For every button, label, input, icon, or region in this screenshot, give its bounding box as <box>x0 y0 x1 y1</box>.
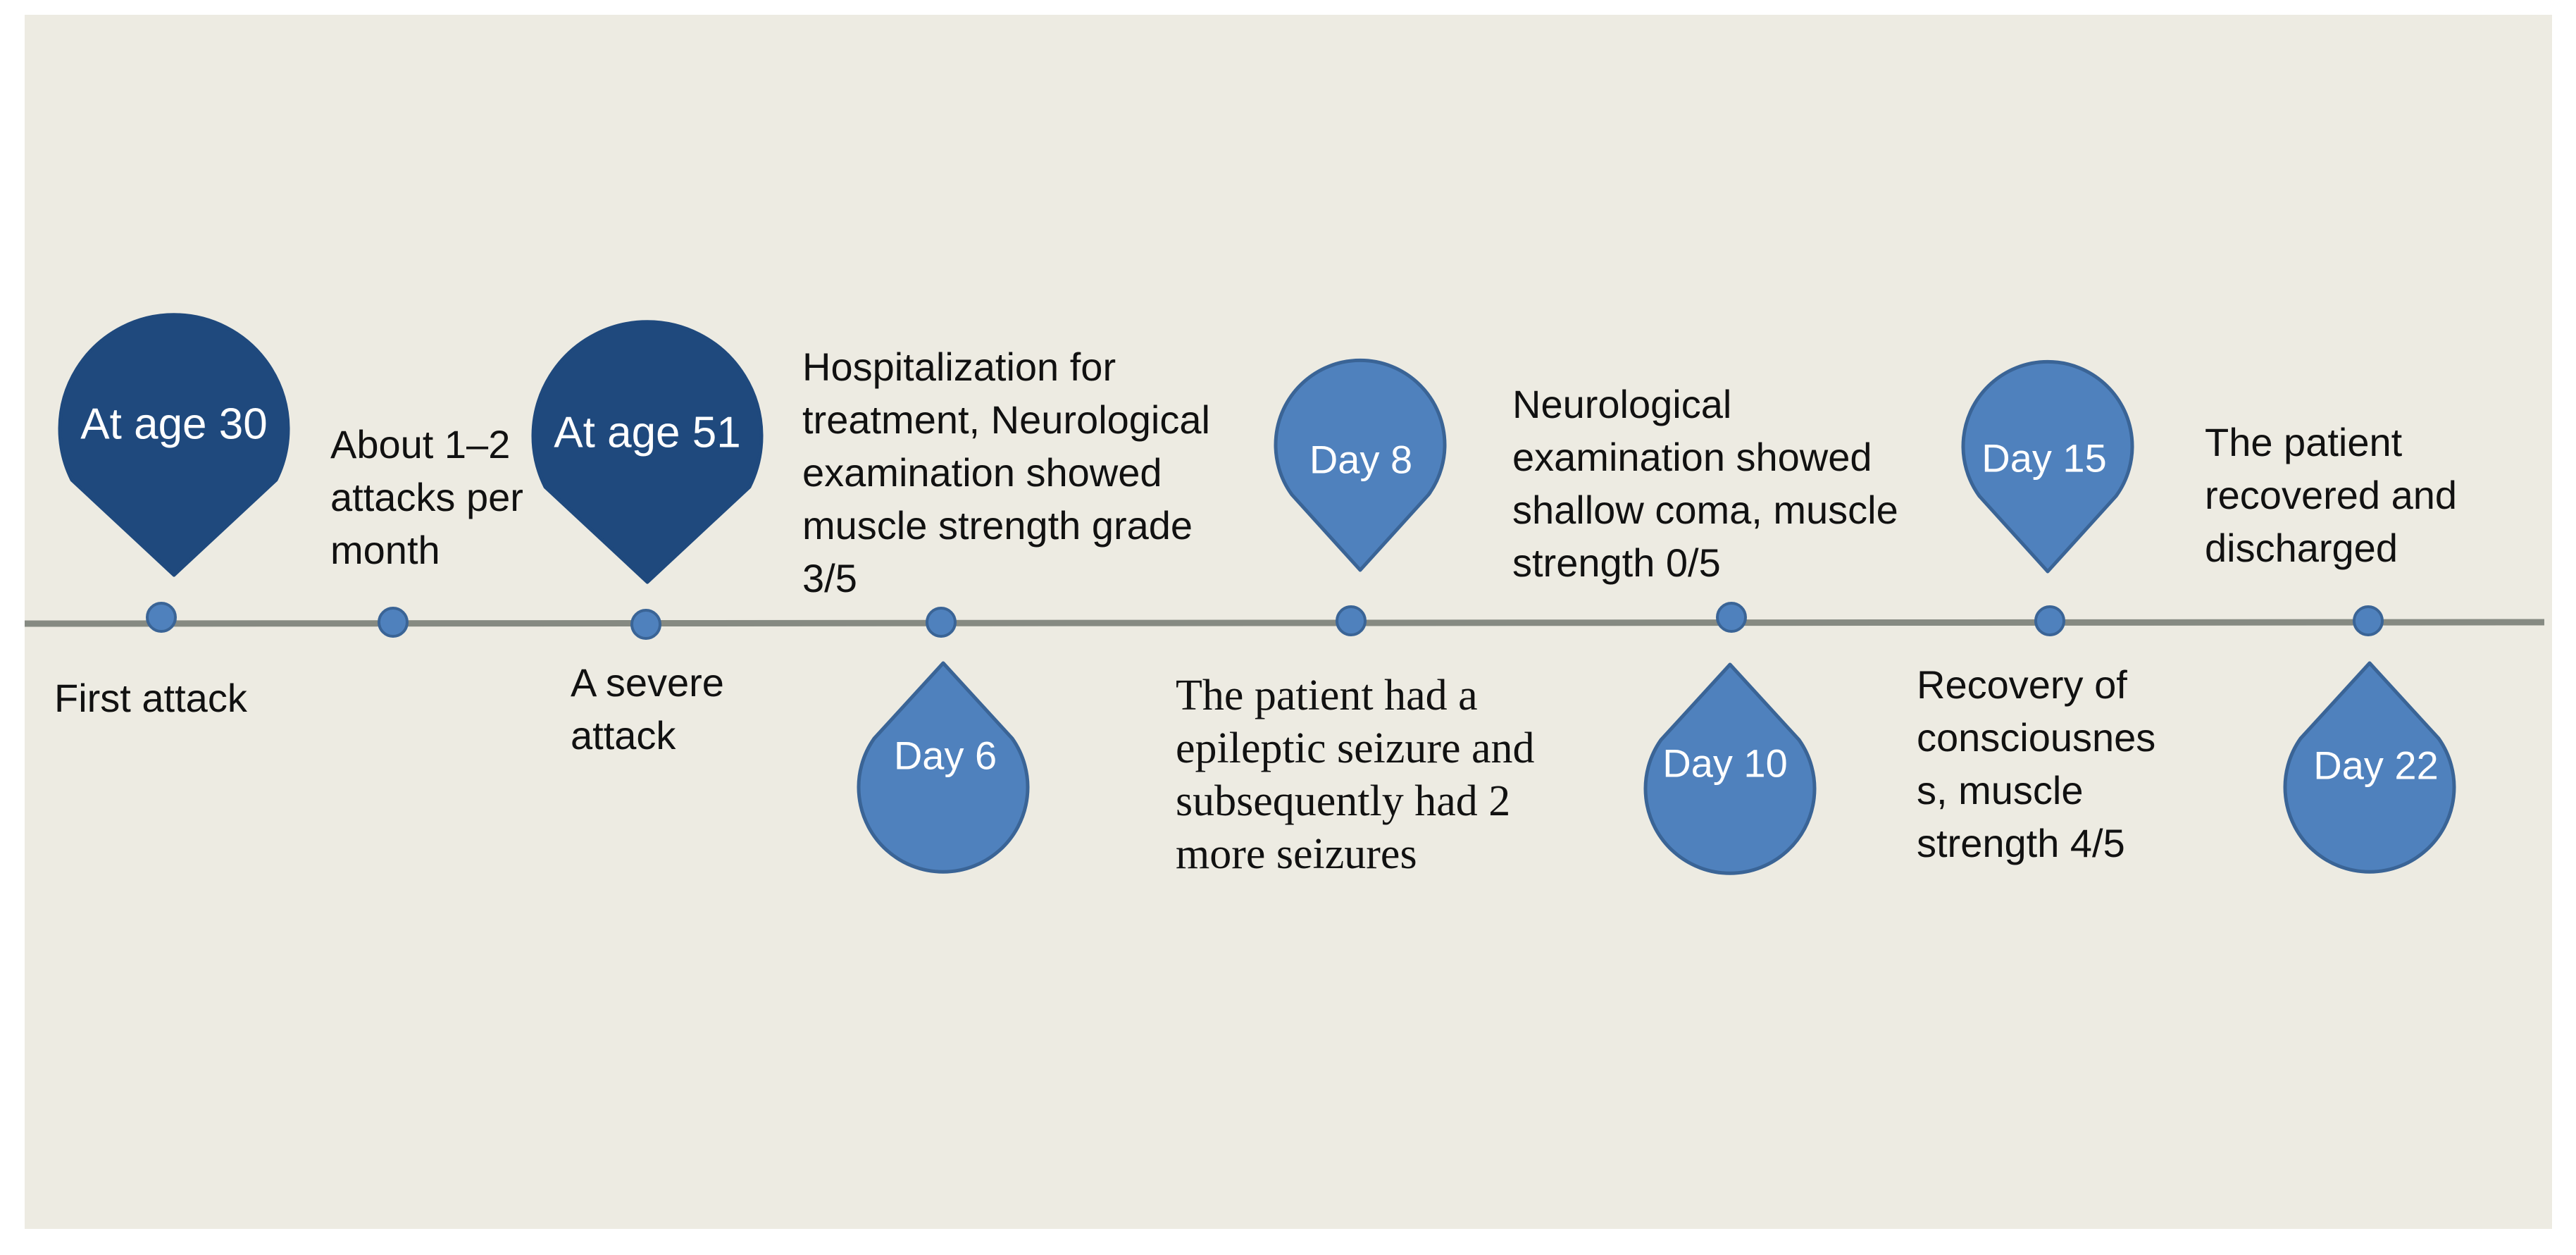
pin-marker-day-15 <box>1961 359 2134 574</box>
timeline-axis <box>24 619 2545 627</box>
pin-marker-age-30 <box>58 313 290 577</box>
timeline-dot <box>630 609 661 640</box>
pin-marker-age-51 <box>531 320 764 584</box>
event-recovery-consciousness: Recovery of consciousnes s, muscle stren… <box>1917 662 2156 865</box>
pin-label-day-15: Day 15 <box>1981 435 2107 481</box>
timeline-dot <box>2034 605 2065 636</box>
timeline-dot <box>1336 605 1367 636</box>
event-epileptic-seizure: The patient had a epileptic seizure and … <box>1176 672 1535 878</box>
pin-marker-day-22 <box>2283 661 2456 874</box>
event-attack-frequency: About 1–2 attacks per month <box>330 422 523 572</box>
timeline-dot <box>1716 602 1747 633</box>
pin-label-day-22: Day 22 <box>2313 743 2439 788</box>
timeline-dot <box>146 602 177 633</box>
pin-marker-day-8 <box>1274 358 1447 572</box>
timeline-dot <box>378 607 409 638</box>
event-severe-attack: A severe attack <box>571 660 724 758</box>
timeline-dot <box>926 607 957 638</box>
pin-marker-day-6 <box>857 661 1030 874</box>
pin-label-day-10: Day 10 <box>1662 741 1788 786</box>
event-hospitalization: Hospitalization for treatment, Neurologi… <box>802 345 1210 600</box>
event-first-attack: First attack <box>54 676 247 720</box>
timeline-dot <box>2353 605 2384 636</box>
pin-label-day-8: Day 8 <box>1309 437 1413 482</box>
pin-label-age-51: At age 51 <box>554 408 741 457</box>
event-discharged: The patient recovered and discharged <box>2205 420 2458 570</box>
pin-marker-day-10 <box>1643 662 1817 875</box>
event-shallow-coma: Neurological examination showed shallow … <box>1512 382 1898 585</box>
pin-label-age-30: At age 30 <box>80 400 268 449</box>
pin-label-day-6: Day 6 <box>893 733 997 778</box>
